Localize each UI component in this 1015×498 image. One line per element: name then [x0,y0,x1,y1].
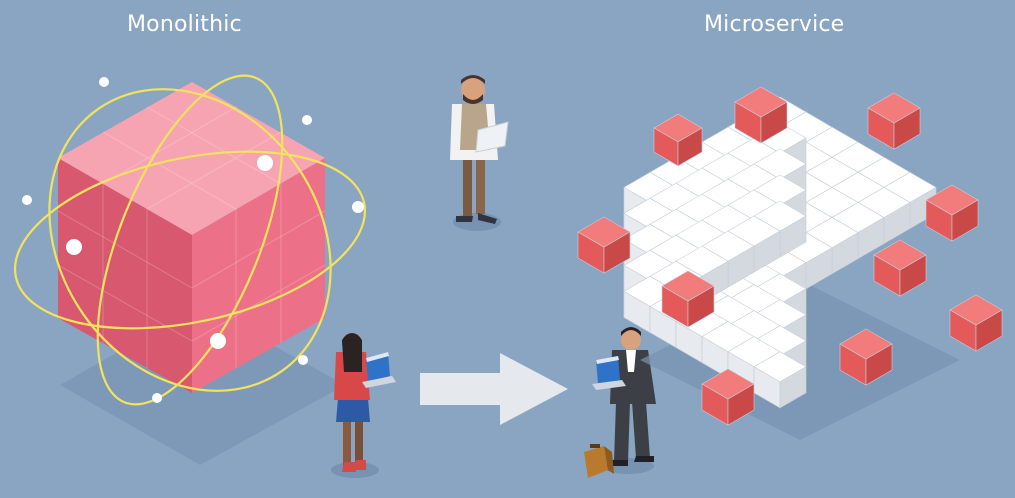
highlight-service-cube [653,113,703,167]
microservice-cluster [577,86,1003,440]
highlight-service-cube [701,368,755,426]
person-standing-man [450,75,509,231]
orbit-nodes [22,77,364,403]
monolith-group [13,74,367,465]
highlight-service-cube [949,294,1003,352]
monolith-top-face [58,82,325,235]
transition-arrow-icon [420,353,568,425]
highlight-service-cube [873,239,927,297]
tablet-device [475,121,509,153]
highlight-service-cube [577,216,631,274]
highlight-service-cube [734,86,788,144]
highlight-service-cube [925,184,979,242]
person-woman-laptop [331,333,396,478]
service-cube [753,351,807,409]
monolith-grid [57,106,326,368]
laptop-icon [362,352,396,388]
highlight-service-cube [839,328,893,386]
monolith-right-face [192,158,325,393]
orbit-rings-icon [13,74,367,406]
laptop-icon [592,356,626,390]
briefcase-icon [584,444,614,478]
highlight-service-cube [867,92,921,150]
monolith-left-face [58,158,192,393]
person-businessman [584,327,656,478]
monolithic-title: Monolithic [127,12,242,37]
highlight-service-cube [661,270,715,328]
microservice-title: Microservice [704,12,845,37]
